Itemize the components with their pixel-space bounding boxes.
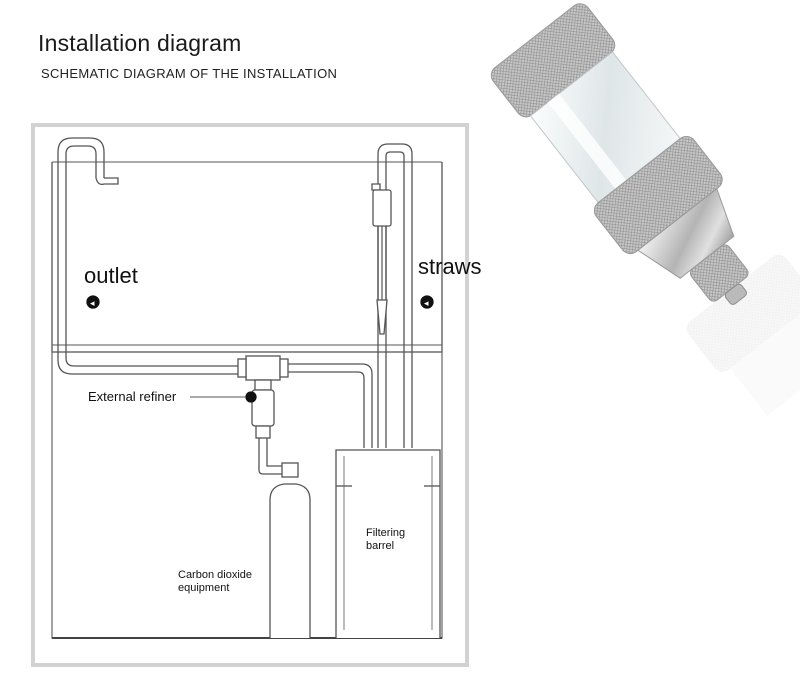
arrow-glyph: ◂	[90, 299, 95, 309]
arrow-left-circle-icon	[86, 295, 100, 309]
page-subtitle: SCHEMATIC DIAGRAM OF THE INSTALLATION	[41, 66, 338, 81]
co2-equipment-label: Carbon dioxide equipment	[178, 569, 252, 595]
page-title: Installation diagram	[38, 30, 242, 56]
straws-label: straws	[418, 254, 482, 279]
arrow-left-circle-icon	[420, 295, 434, 309]
filtering-barrel-label: Filtering barrel	[366, 527, 405, 553]
intake-strainer	[372, 189, 392, 227]
co2-label-line2: equipment	[178, 582, 230, 594]
filter-barrel	[335, 449, 441, 638]
co2-diffuser-refiner-icon	[490, 3, 800, 416]
tee-connector	[245, 355, 281, 381]
filtering-barrel-label-line1: Filtering	[366, 527, 406, 539]
co2-label-line1: Carbon dioxide	[178, 569, 252, 581]
external-refiner-label: External refiner	[88, 389, 177, 404]
intake-pipe	[377, 143, 413, 448]
filtering-barrel-label-line2: barrel	[366, 540, 395, 552]
outlet-label: outlet	[84, 263, 138, 288]
arrow-glyph: ◂	[424, 299, 429, 309]
outlet-pipe	[65, 145, 245, 367]
co2-cylinder	[269, 483, 311, 638]
